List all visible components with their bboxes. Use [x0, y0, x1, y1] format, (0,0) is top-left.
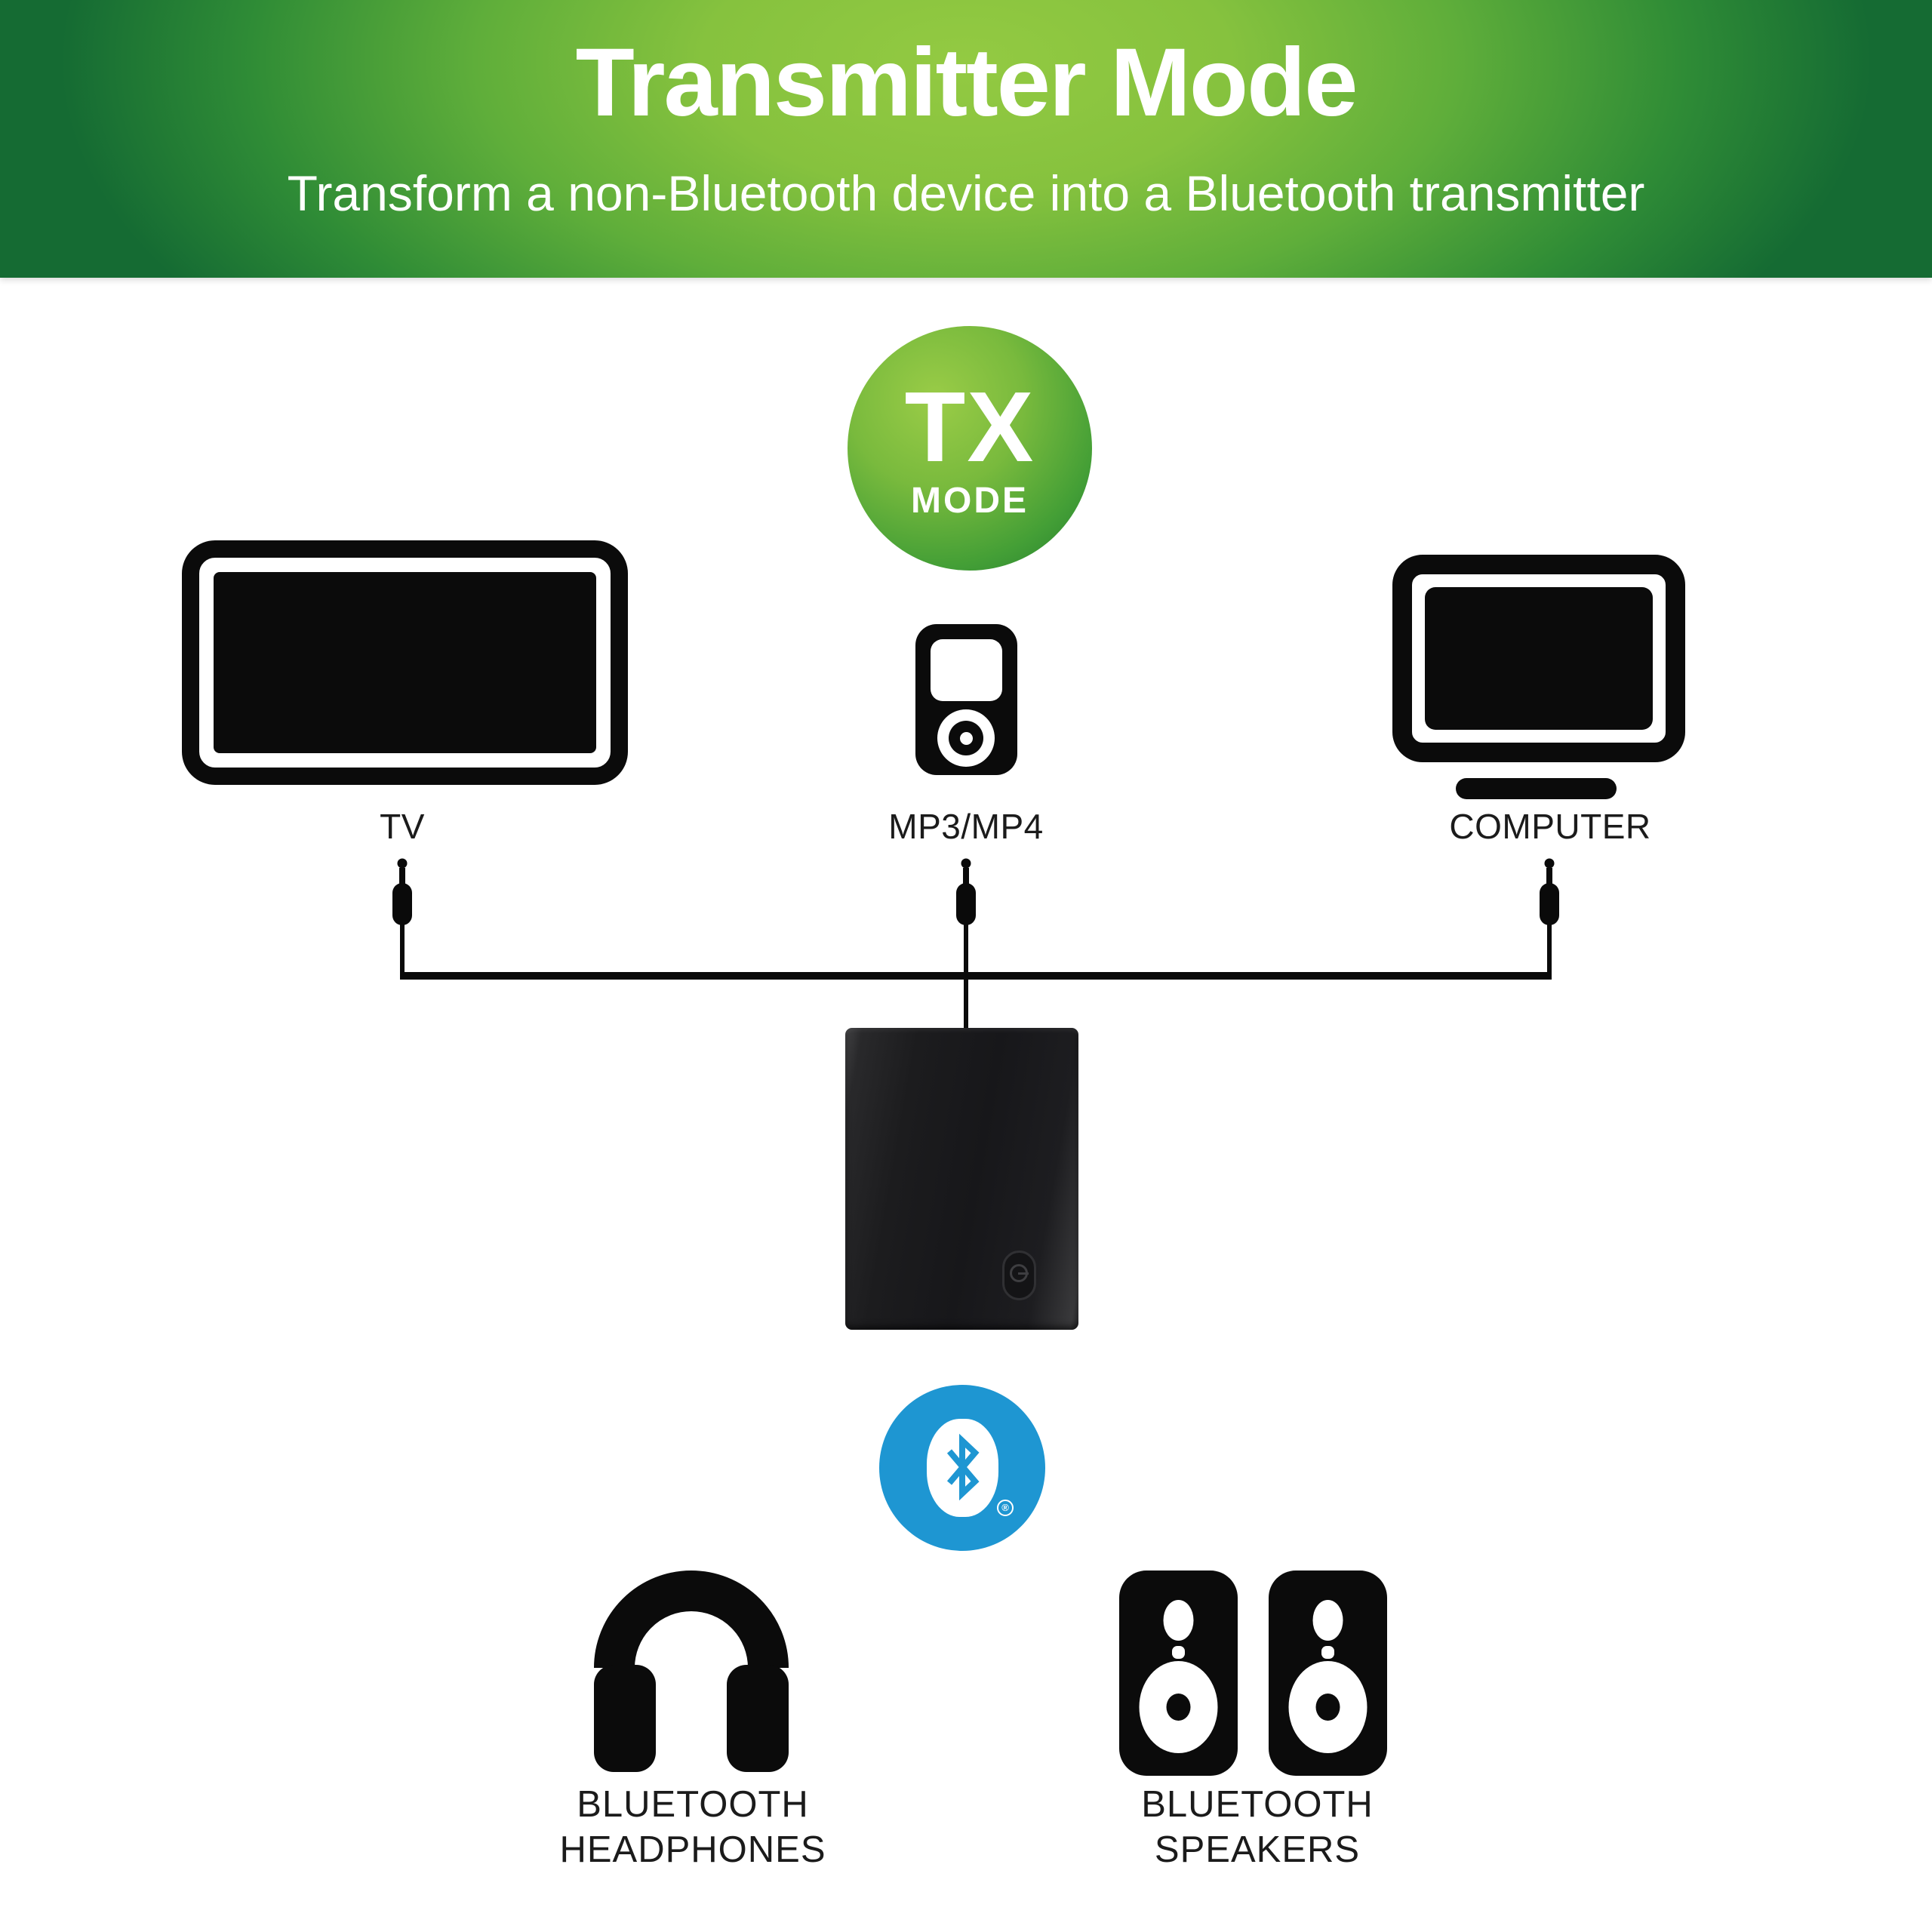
mp3-player-clickwheel [937, 709, 995, 767]
speakers-label-line2: SPEAKERS [1154, 1829, 1361, 1870]
cable-horizontal [400, 972, 1552, 980]
headphones-label-line1: BLUETOOTH [577, 1784, 809, 1825]
computer-monitor-stand [1456, 778, 1617, 799]
headphones-icon [594, 1571, 789, 1772]
computer-monitor-icon [1392, 555, 1685, 762]
stereo-speakers-icon [1119, 1571, 1387, 1776]
tx-mode-badge: TX MODE [848, 326, 1092, 571]
mp3-player-screen [931, 639, 1002, 701]
audio-jack-icon-tv [392, 858, 412, 925]
computer-label: COMPUTER [1449, 807, 1651, 846]
cable-vertical-tv [400, 924, 405, 977]
mp3-label: MP3/MP4 [888, 807, 1044, 846]
headphones-label-line2: HEADPHONES [559, 1829, 826, 1870]
page-subtitle: Transform a non-Bluetooth device into a … [287, 165, 1645, 221]
tv-icon [182, 540, 628, 785]
tx-mode-badge-line2: MODE [911, 481, 1029, 521]
cable-vertical-mp3-to-device [964, 924, 968, 1031]
tv-label: TV [380, 807, 425, 846]
header-banner: Transmitter Mode Transform a non-Bluetoo… [0, 0, 1932, 278]
audio-jack-icon-computer [1540, 858, 1559, 925]
bluetooth-rune-background [927, 1419, 998, 1517]
mp3-player-icon [915, 624, 1017, 775]
bluetooth-transmitter-device [845, 1028, 1078, 1330]
tv-screen [214, 572, 596, 753]
audio-jack-icon-mp3 [956, 858, 976, 925]
cable-vertical-computer [1547, 924, 1552, 977]
computer-screen [1425, 587, 1653, 730]
bluetooth-logo-icon: ® [879, 1385, 1045, 1551]
tx-mode-badge-line1: TX [904, 371, 1035, 482]
page-title: Transmitter Mode [575, 29, 1358, 137]
speakers-label-line1: BLUETOOTH [1141, 1784, 1374, 1825]
pairing-button [1002, 1251, 1036, 1300]
registered-trademark-icon: ® [997, 1500, 1014, 1516]
pairing-button-icon [1010, 1264, 1029, 1282]
bluetooth-rune [946, 1433, 980, 1501]
